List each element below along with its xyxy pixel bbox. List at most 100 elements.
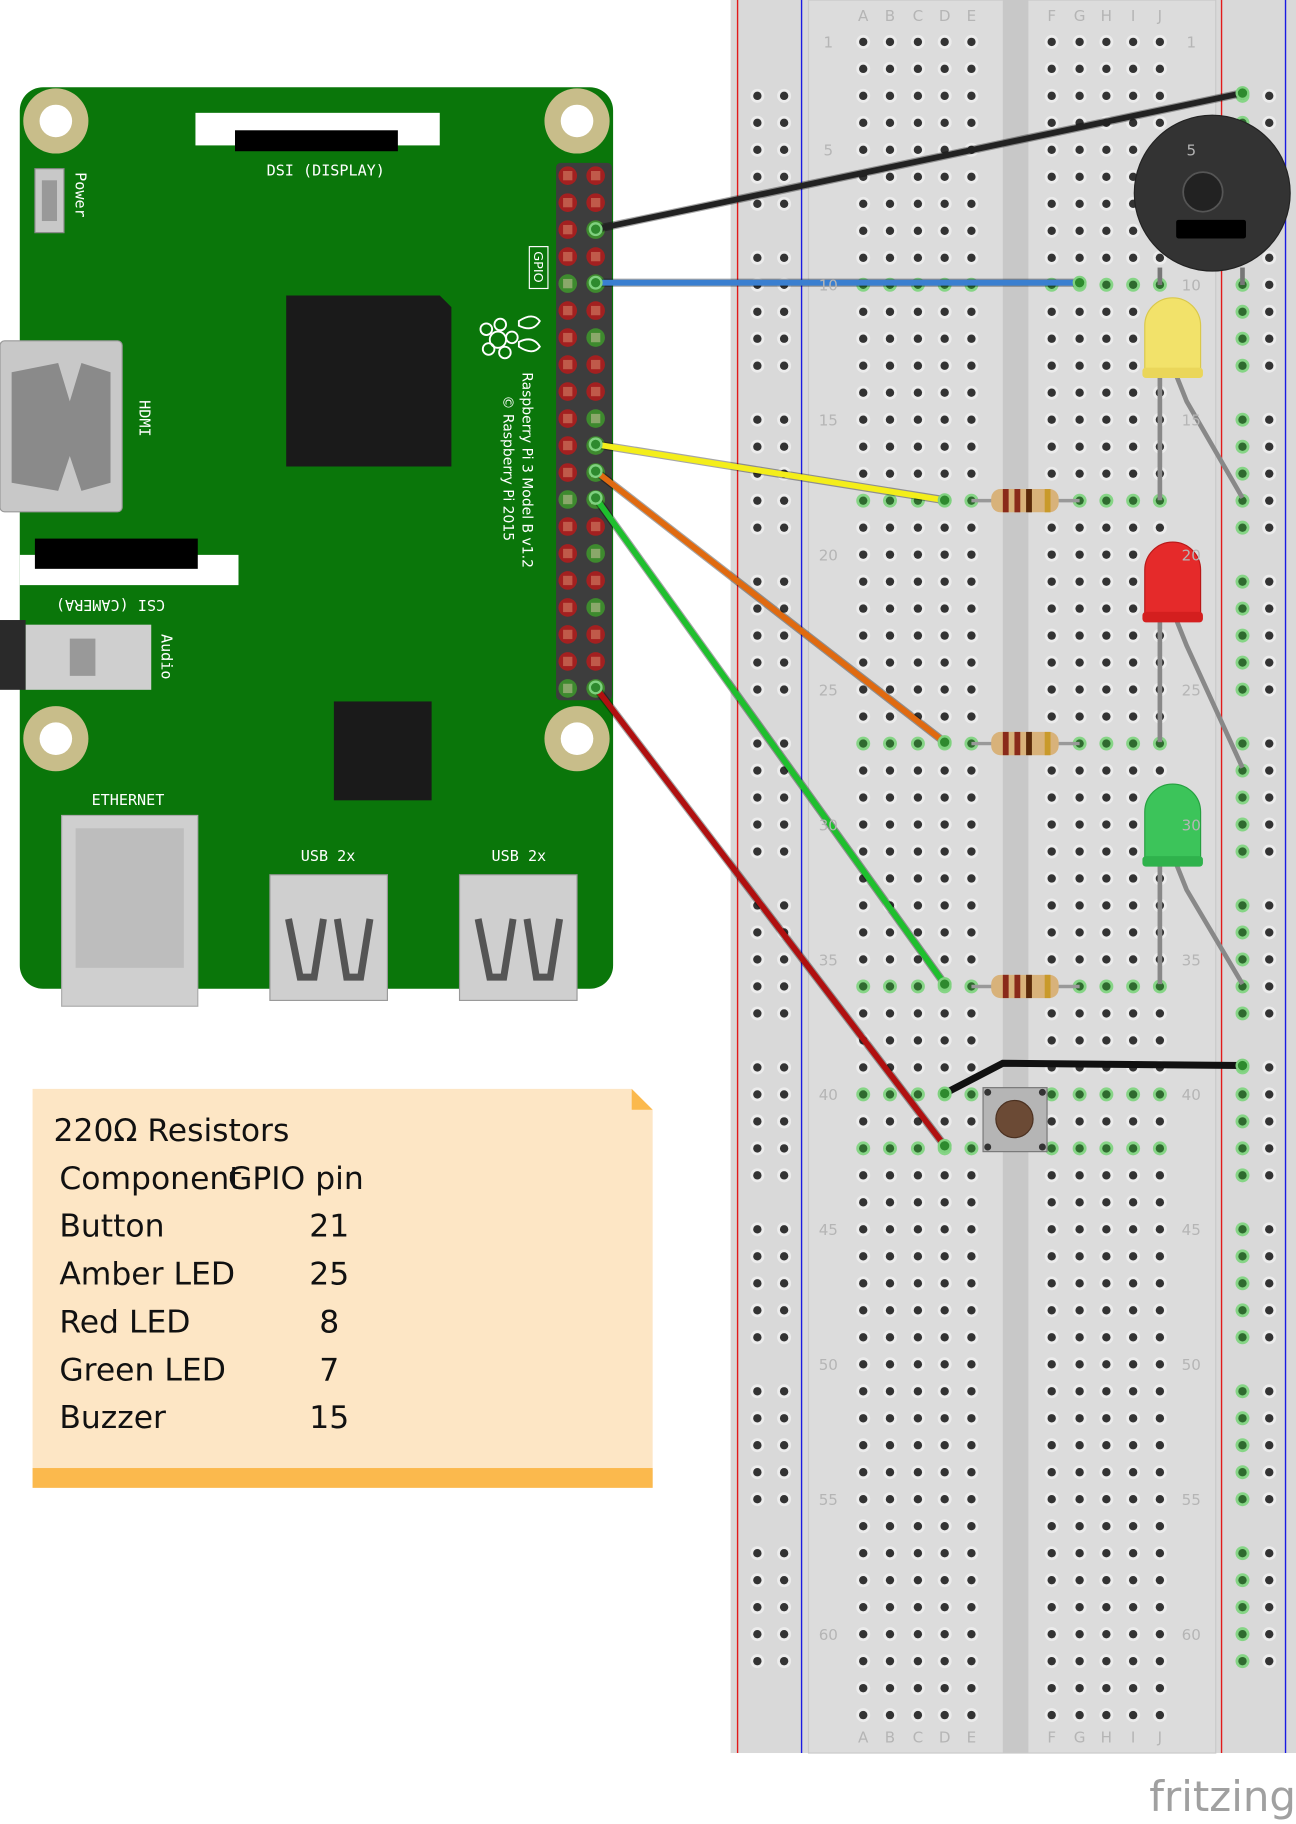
breadboard-hole-center (967, 820, 976, 829)
breadboard-hole-center (1047, 1683, 1056, 1693)
breadboard-hole-center (753, 1387, 762, 1396)
breadboard-hole-center (779, 955, 789, 964)
resistor-220-ohm[interactable] (971, 489, 1080, 513)
breadboard-hole-center (1128, 145, 1138, 155)
breadboard-hole-center (913, 1090, 923, 1099)
breadboard-hole-center (967, 1279, 976, 1288)
column-label: C (913, 7, 924, 25)
breadboard-hole-center (753, 145, 762, 155)
breadboard-hole-center (913, 1360, 923, 1369)
green-led-body (1144, 783, 1202, 862)
red-led[interactable] (1142, 541, 1245, 769)
breadboard-hole-center (913, 1495, 923, 1504)
wire-endpoint[interactable] (588, 222, 603, 237)
breadboard-hole-center (1238, 793, 1247, 802)
breadboard-hole-center (913, 901, 923, 910)
breadboard-hole-center (1265, 1252, 1274, 1261)
wire-endpoint[interactable] (1235, 1058, 1250, 1073)
breadboard-hole-center (967, 793, 976, 802)
push-button[interactable] (982, 1087, 1048, 1153)
row-label: 10 (819, 277, 838, 295)
breadboard-hole-center (1075, 1090, 1084, 1099)
breadboard-hole-center (885, 928, 895, 937)
wire-endpoint[interactable] (1072, 275, 1087, 290)
breadboard-hole-center (1238, 1549, 1247, 1558)
amber-led-wire[interactable] (588, 437, 952, 508)
gpio-pin-pad (563, 467, 573, 478)
breadboard-hole-center (913, 388, 923, 397)
button-ground-wire[interactable] (937, 1058, 1250, 1101)
column-label: G (1074, 1729, 1086, 1747)
wire-endpoint[interactable] (588, 490, 603, 505)
wire-endpoint[interactable] (588, 464, 603, 479)
green-led-wire[interactable] (588, 490, 952, 992)
breadboard-hole-center (967, 253, 976, 262)
note-header-component: Component (59, 1161, 241, 1197)
breadboard-hole-center (753, 1333, 762, 1342)
breadboard-hole-center (1102, 226, 1111, 235)
note-component: Green LED (59, 1352, 226, 1388)
row-label: 60 (1182, 1626, 1201, 1644)
note[interactable]: 220Ω Resistors Component GPIO pin Button… (32, 1088, 653, 1488)
breadboard-hole-center (753, 1144, 762, 1153)
wire-endpoint[interactable] (937, 735, 952, 750)
breadboard-hole-center (779, 1009, 789, 1018)
breadboard-hole-center (1265, 1144, 1274, 1153)
breadboard-hole-center (913, 820, 923, 829)
breadboard-hole-center (940, 1495, 949, 1504)
buzzer-wire[interactable] (588, 275, 1087, 290)
breadboard-hole-center (1102, 550, 1111, 559)
breadboard-hole-center (940, 1063, 949, 1072)
wire-endpoint[interactable] (588, 275, 603, 290)
row-label: 55 (1182, 1491, 1201, 1509)
breadboard-hole-center (885, 1495, 895, 1504)
resistor-220-ohm[interactable] (971, 731, 1080, 756)
breadboard-hole-center (1155, 64, 1165, 74)
breadboard-hole-center (1265, 820, 1274, 829)
breadboard-hole-center (885, 766, 895, 775)
breadboard-hole-center (859, 145, 868, 155)
breadboard-hole-center (1102, 415, 1111, 424)
breadboard-hole-center (1047, 793, 1056, 802)
breadboard-hole-center (1238, 1333, 1247, 1342)
breadboard-hole-center (1128, 847, 1138, 856)
buzzer-sound-hole (1182, 171, 1224, 213)
wire-endpoint[interactable] (937, 977, 952, 992)
wire-endpoint[interactable] (1235, 86, 1250, 101)
breadboard-hole-center (967, 469, 976, 478)
breadboard-hole-center (1128, 442, 1138, 451)
green-led[interactable] (1142, 783, 1245, 986)
resistor-band (1002, 489, 1009, 513)
wire-endpoint[interactable] (588, 437, 603, 452)
red-led-wire[interactable] (588, 464, 952, 750)
breadboard-hole-center (753, 307, 762, 316)
breadboard-hole-center (1075, 766, 1084, 775)
breadboard-hole-center (753, 415, 762, 424)
breadboard-hole-center (1128, 820, 1138, 829)
wire-endpoint[interactable] (937, 493, 952, 508)
wire-endpoint[interactable] (588, 680, 603, 695)
resistor-220-ohm[interactable] (971, 974, 1080, 999)
wire-endpoint[interactable] (937, 1138, 952, 1153)
breadboard-hole-center (859, 955, 868, 964)
breadboard-hole-center (753, 334, 762, 343)
breadboard-hole-center (779, 523, 789, 532)
breadboard-hole-center (1102, 631, 1111, 640)
breadboard-hole-center (779, 361, 789, 370)
breadboard-hole-center (913, 118, 923, 128)
breadboard-hole-center (940, 361, 949, 370)
breadboard-hole-center (1238, 1602, 1247, 1612)
breadboard-hole-center (779, 1279, 789, 1288)
amber-led[interactable] (1142, 297, 1245, 501)
led-leg (1172, 615, 1245, 769)
buzzer[interactable] (1133, 114, 1291, 285)
wire-endpoint[interactable] (937, 1086, 952, 1101)
breadboard-hole-center (1075, 658, 1084, 667)
breadboard-hole-center (779, 847, 789, 856)
ground-wire[interactable] (588, 86, 1250, 237)
breadboard-hole-center (1102, 982, 1111, 991)
breadboard-hole-center (779, 766, 789, 775)
button-wire[interactable] (588, 680, 952, 1153)
breadboard-hole-center (779, 334, 789, 343)
breadboard (730, 0, 1296, 1754)
